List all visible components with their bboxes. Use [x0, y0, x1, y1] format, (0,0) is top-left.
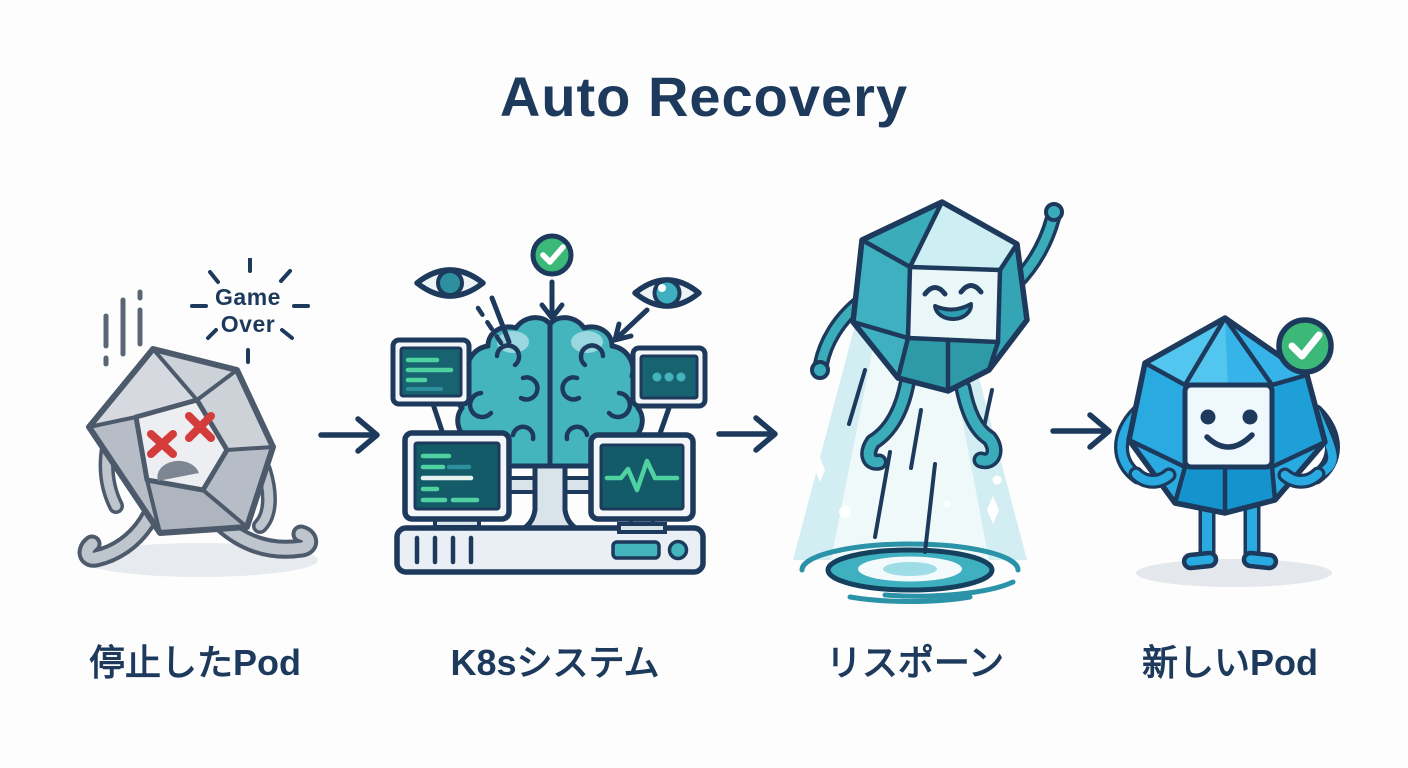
new-pod-face — [1182, 382, 1275, 470]
dead-pod-left-leg — [77, 506, 160, 568]
frown-mouth-icon — [157, 460, 199, 481]
code-monitor — [402, 430, 512, 529]
burst-icon — [190, 258, 310, 364]
respawn-portal — [799, 541, 1021, 604]
stage-label-new-pod: 新しいPod — [1142, 642, 1318, 683]
game-over-text: Game Over — [215, 284, 281, 338]
k8s-system-illustration — [390, 233, 708, 575]
dot-eyes-icon — [1200, 409, 1258, 425]
respawn-pod-face — [905, 264, 1003, 345]
server-slot — [611, 540, 661, 560]
fall-lines-icon — [103, 289, 143, 367]
dead-pod-body — [86, 346, 276, 536]
flow-arrow-icon — [1050, 412, 1112, 450]
page-title: Auto Recovery — [499, 65, 909, 128]
log-monitor-small — [390, 337, 472, 407]
x-eyes-icon — [147, 412, 215, 458]
respawn-pod-body — [850, 199, 1030, 394]
new-pod-right-leg — [1241, 496, 1279, 571]
dead-pod-illustration — [77, 258, 319, 577]
new-pod-shadow — [1136, 559, 1332, 587]
respawn-illustration — [793, 199, 1064, 604]
eye-icon-right — [632, 277, 702, 309]
success-check-icon — [1276, 317, 1334, 375]
respawn-pod-right-leg — [954, 379, 1003, 470]
smile-icon — [1204, 432, 1255, 450]
flow-arrow-icon — [716, 415, 778, 453]
open-smile-icon — [933, 302, 974, 322]
new-pod-left-leg — [1181, 496, 1219, 571]
heartbeat-monitor — [588, 432, 696, 534]
pulse-line-icon — [604, 458, 680, 493]
eye-icon-left — [414, 267, 486, 299]
check-icon — [530, 233, 574, 277]
flow-arrow-icon — [318, 416, 380, 454]
stage-label-k8s-system: K8sシステム — [450, 642, 660, 683]
down-arrow-icon — [539, 279, 565, 321]
status-monitor-small — [630, 345, 708, 409]
new-pod-body — [1126, 315, 1328, 516]
descent-speed-lines — [847, 368, 994, 554]
server-base — [394, 525, 706, 575]
respawn-pod-left-leg — [860, 375, 916, 471]
happy-eyes-icon — [922, 283, 984, 297]
new-pod-hands — [1128, 466, 1326, 489]
new-pod-illustration — [1114, 315, 1340, 587]
stage-label-respawn: リスポーン — [825, 642, 1005, 683]
eye-arrow-icon — [612, 307, 650, 343]
dead-pod-right-leg — [212, 514, 319, 559]
brain-stand — [504, 457, 596, 538]
eye-gaze-lines — [475, 295, 512, 349]
server-button — [667, 539, 689, 561]
stage-label-dead-pod: 停止したPod — [89, 642, 301, 683]
sparkles — [815, 458, 1002, 524]
